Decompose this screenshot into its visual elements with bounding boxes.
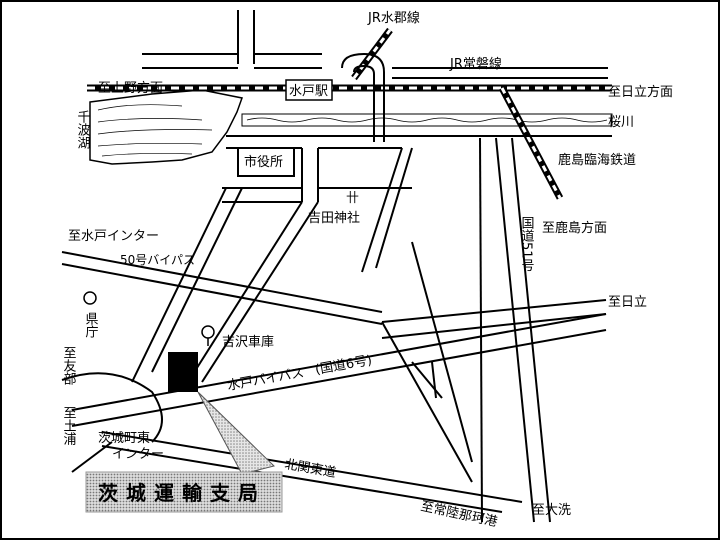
depot-icon (201, 325, 215, 339)
lake-shape (89, 89, 243, 165)
label-to-hitachi-top: 至日立方面 (608, 84, 673, 100)
destination-title-box (85, 471, 283, 513)
label-mito-bypass: 水戸バイパス (226, 366, 305, 394)
mito-station-label: 水戸駅 (289, 84, 328, 99)
label-suigun: JR水郡線 (367, 10, 420, 26)
lake-wave-lines (97, 104, 213, 157)
mito-station-box (285, 79, 333, 101)
label-to-tsuchiura: 至土浦 (61, 406, 77, 445)
label-route51: 国道51号 (519, 216, 535, 272)
label-shrine-symbol: 卄 (346, 191, 359, 206)
label-to-kashima: 至鹿島方面 (542, 220, 607, 236)
rail-kashima (498, 86, 564, 200)
label-joban: JR常磐線 (449, 56, 502, 72)
label-to-hitachinaka: 至常陸那珂港 (419, 498, 499, 530)
river-wave (246, 117, 608, 123)
label-to-tomobe: 至友部 (61, 346, 77, 385)
label-lake: 千波湖 (75, 110, 91, 149)
label-to-oarai: 至大洗 (532, 503, 571, 518)
label-ibaraki-ic-1: 茨城町東 (98, 430, 150, 446)
label-shrine: 吉田神社 (308, 210, 360, 226)
label-river: 桜川 (608, 115, 634, 130)
label-bypass50: 50号バイパス (120, 253, 195, 267)
label-kashima-rail: 鹿島臨海鉄道 (558, 152, 636, 168)
label-depot: 吉沢車庫 (222, 335, 274, 350)
road-network (61, 10, 612, 523)
label-ibaraki-ic-2: インター (112, 447, 164, 462)
label-city-hall: 市役所 (244, 154, 283, 170)
label-to-ueno: 至上野方面 (98, 80, 163, 96)
destination-title: 茨城運輸支局 (98, 481, 266, 505)
label-to-hitachi: 至日立 (608, 295, 647, 310)
destination-building (168, 352, 198, 392)
label-to-mito-ic: 至水戸インター (68, 229, 159, 244)
destination-pointer (197, 391, 275, 475)
prefecture-office-icon (83, 291, 97, 305)
label-prefecture: 県庁 (83, 312, 99, 338)
